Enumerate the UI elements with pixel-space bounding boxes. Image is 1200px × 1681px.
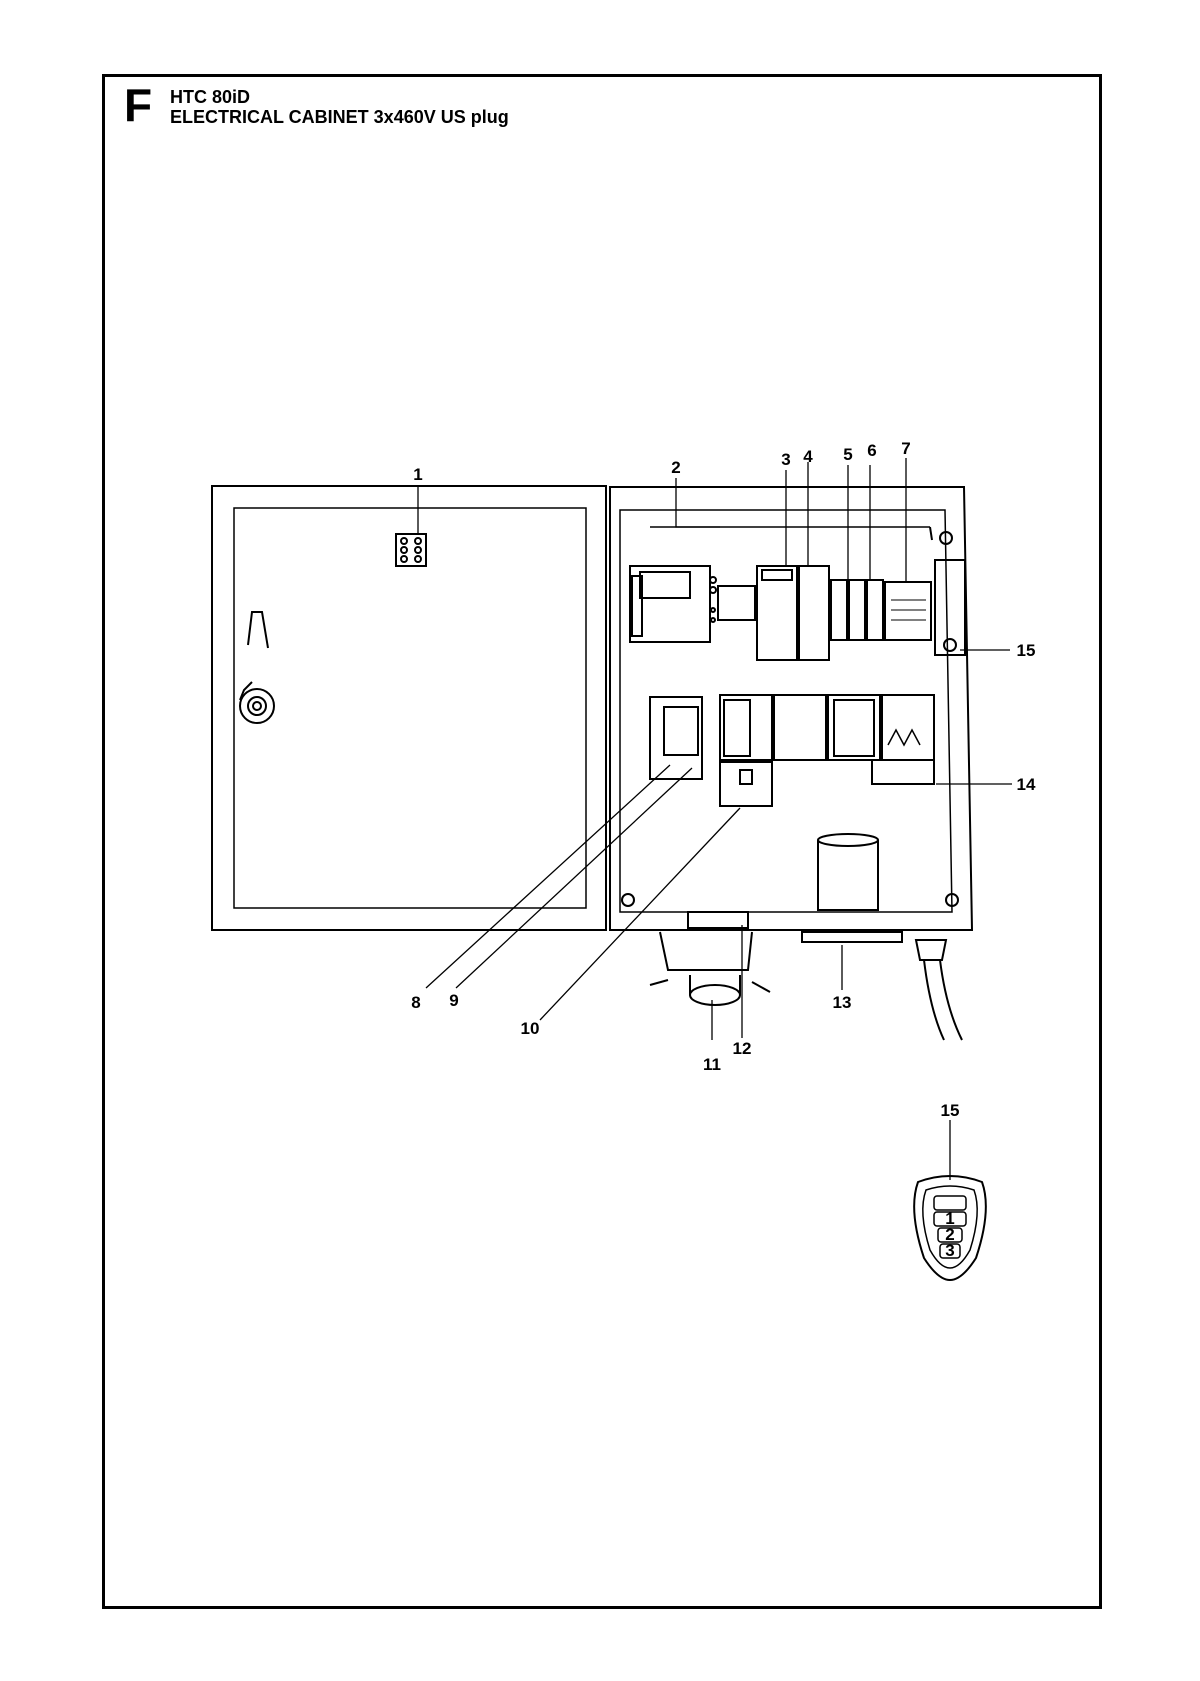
leader-lines: [417, 458, 1012, 1180]
remote-button-3: 3: [945, 1241, 954, 1260]
cabinet-body: [609, 486, 974, 1041]
contactors: [649, 694, 935, 807]
transformer-icon: [629, 565, 717, 643]
callout-1: 1: [413, 465, 422, 484]
callout-3: 3: [781, 450, 790, 469]
callout-6: 6: [867, 441, 876, 460]
callout-15b: 15: [941, 1101, 960, 1120]
model-title: HTC 80iD: [170, 87, 251, 107]
callout-9: 9: [449, 991, 458, 1010]
callout-15a: 15: [1017, 641, 1036, 660]
callout-14: 14: [1017, 775, 1036, 794]
callout-4: 4: [803, 447, 813, 466]
section-letter: F: [124, 79, 153, 131]
cylinder-component: [817, 833, 879, 911]
cabinet-door: [211, 485, 607, 931]
callout-8: 8: [411, 993, 420, 1012]
remote-control-icon: [913, 1175, 987, 1282]
diagram-subtitle: ELECTRICAL CABINET 3x460V US plug: [170, 107, 509, 127]
remote-button-2: 2: [945, 1225, 954, 1244]
callout-10: 10: [521, 1019, 540, 1038]
callout-7: 7: [901, 439, 910, 458]
door-lock-icon: [239, 611, 275, 724]
drawing-frame: [102, 74, 1102, 1609]
bottom-fittings: [649, 911, 963, 1041]
remote-button-1: 1: [945, 1209, 954, 1228]
callout-5: 5: [843, 445, 852, 464]
callout-13: 13: [833, 993, 852, 1012]
callout-2: 2: [671, 458, 680, 477]
door-connector-icon: [395, 533, 427, 567]
din-rail-modules: [717, 559, 966, 661]
callout-11: 11: [703, 1055, 721, 1074]
callout-12: 12: [733, 1039, 752, 1058]
